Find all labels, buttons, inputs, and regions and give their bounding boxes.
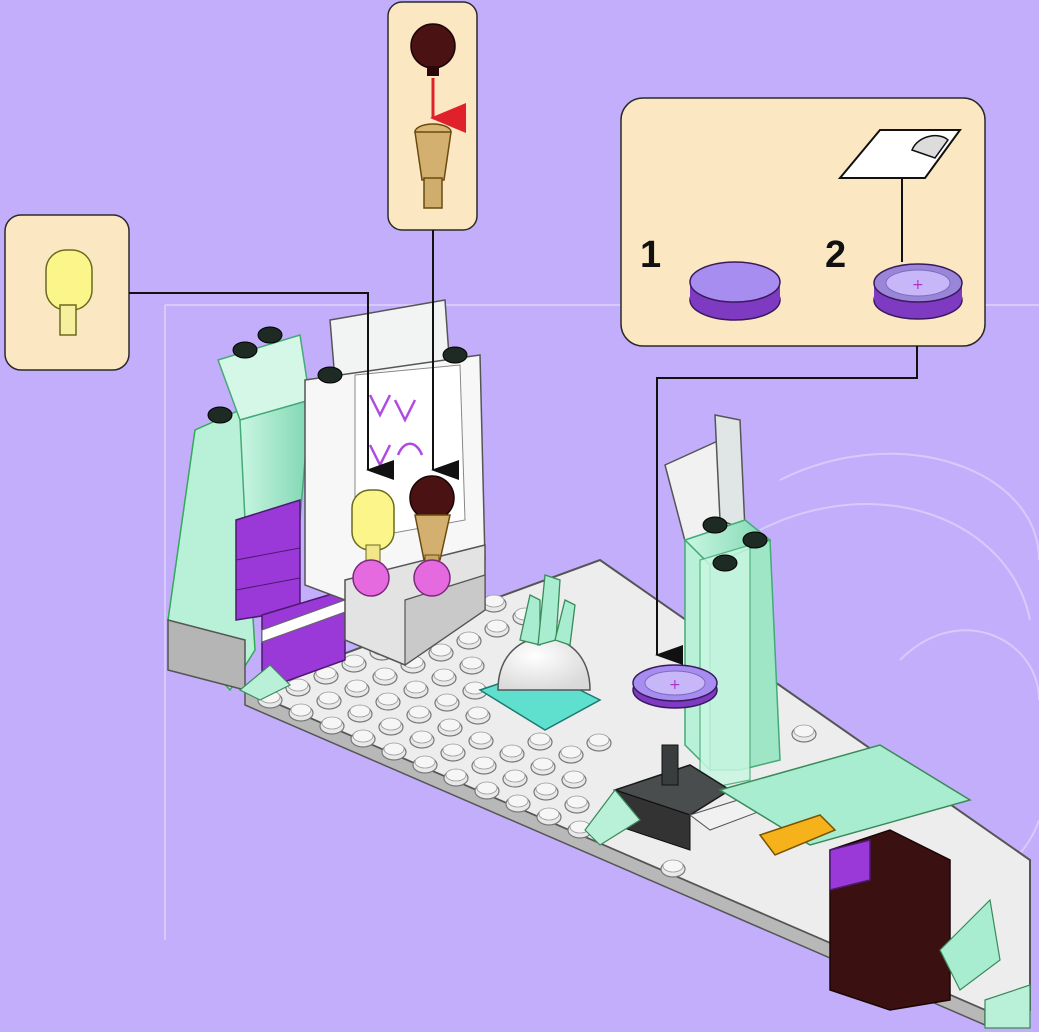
stud-top (344, 655, 364, 667)
stud-top (794, 725, 814, 737)
stud-top (567, 796, 587, 808)
stud-top (319, 692, 339, 704)
stud-top (462, 657, 482, 669)
stud-top (663, 860, 683, 872)
stud-top (409, 706, 429, 718)
stud-top (561, 746, 581, 758)
stud-top (440, 719, 460, 731)
stud-top (589, 734, 609, 746)
model-assembly: + (168, 300, 1030, 1028)
stud-top (378, 693, 398, 705)
stud-top (291, 704, 311, 716)
stud-top (406, 681, 426, 693)
stud-top (415, 756, 435, 768)
stud-top (505, 770, 525, 782)
stud-top (347, 680, 367, 692)
stud-top (502, 745, 522, 757)
stud-top (437, 694, 457, 706)
stud-top (288, 679, 308, 691)
stud-top (536, 783, 556, 795)
svg-text:+: + (912, 277, 924, 293)
stud-top (465, 682, 485, 694)
stud-top (539, 808, 559, 820)
stud-top (471, 732, 491, 744)
stud-top (487, 620, 507, 632)
stud-top (459, 632, 479, 644)
stud-top (474, 757, 494, 769)
stud-top (564, 771, 584, 783)
round-purple-tile-icon (690, 262, 780, 320)
stud-top (353, 730, 373, 742)
stud-top (443, 744, 463, 756)
stud-top (412, 731, 432, 743)
yellow-lamp-piece (352, 490, 394, 596)
stud-top (434, 669, 454, 681)
svg-text:+: + (669, 677, 681, 693)
stud-top (477, 782, 497, 794)
stickered-round-tile: + (633, 665, 717, 708)
stud-top (350, 705, 370, 717)
stud-top (375, 668, 395, 680)
stud-top (484, 595, 504, 607)
step-1-label: 1 (640, 234, 661, 276)
tile-sticker-callout: 1 2 + (621, 98, 985, 346)
stud-top (533, 758, 553, 770)
stud-top (468, 707, 488, 719)
stud-top (381, 718, 401, 730)
stud-top (508, 795, 528, 807)
stud-top (322, 717, 342, 729)
stud-top (446, 769, 466, 781)
stud-top (384, 743, 404, 755)
lamp-callout (5, 215, 129, 370)
ice-cream-callout (388, 2, 477, 230)
stud-top (530, 733, 550, 745)
stickered-round-tile-icon: + (874, 264, 962, 319)
step-2-label: 2 (825, 234, 846, 276)
